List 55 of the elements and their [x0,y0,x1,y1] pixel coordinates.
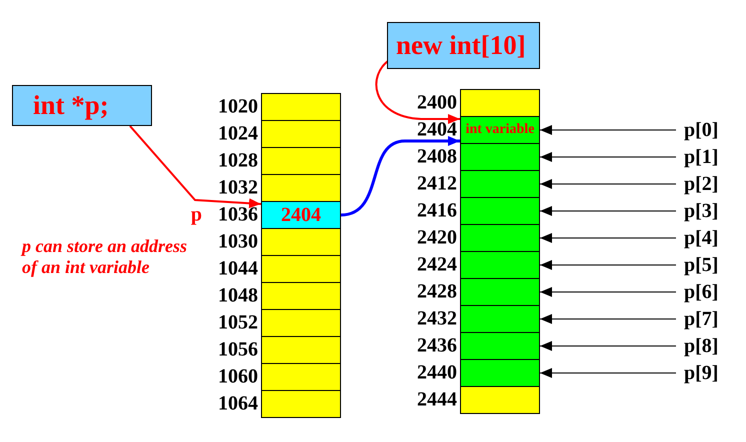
code-text: int *p; [33,90,109,121]
index-text: p[9] [684,362,718,384]
memory-address: 1024 [218,122,258,146]
memory-address: 1060 [218,366,258,388]
cell-value: int variable [466,122,534,138]
memory-address: 1048 [218,284,258,308]
index-text: p[2] [684,172,718,196]
memory-address: 1064 [218,392,258,416]
arrow [540,341,676,351]
arrow [129,125,262,208]
memory-address: 2440 [417,362,457,384]
index-text: p[6] [684,280,718,304]
arrow [540,287,676,297]
memory-address: 1036 [218,204,258,226]
cell-value: 2404 [281,204,321,226]
memory-address: 2400 [417,92,457,114]
memory-address: 2444 [417,388,457,412]
arrow [540,179,676,189]
note-text: p can store an address of an int variable [22,236,188,278]
memory-address: 1020 [218,96,258,118]
arrow [540,206,676,216]
index-text: p[1] [684,146,718,168]
memory-address: 2436 [417,334,457,358]
memory-address: 2404 [417,118,457,142]
memory-address: 1056 [218,338,258,362]
memory-address: 1032 [218,176,258,200]
index-text: p[8] [684,334,718,358]
index-text: p[7] [684,308,718,330]
memory-address: 2416 [417,200,457,222]
arrow [540,314,676,324]
index-text: p[4] [684,226,718,250]
memory-address: 2432 [417,308,457,330]
arrow [540,233,676,243]
index-text: p[3] [684,200,718,222]
index-text: p[0] [684,118,718,142]
code-text: new int[10] [396,30,526,61]
memory-address: 2412 [417,172,457,196]
arrow [340,136,460,216]
arrow [540,125,676,135]
arrow [540,368,676,378]
code-box [12,85,152,126]
arrow [540,260,676,270]
index-text: p[5] [684,254,718,276]
code-box [387,22,540,69]
memory-address: 2408 [417,146,457,168]
variable-name: p [190,204,202,226]
memory-address: 1052 [218,312,258,334]
memory-address: 2420 [417,226,457,250]
memory-address: 1044 [218,258,258,280]
arrow [540,152,676,162]
memory-address: 2424 [417,254,457,276]
memory-address: 1030 [218,230,258,254]
arrow [375,58,460,124]
memory-address: 2428 [417,280,457,304]
memory-address: 1028 [218,150,258,172]
